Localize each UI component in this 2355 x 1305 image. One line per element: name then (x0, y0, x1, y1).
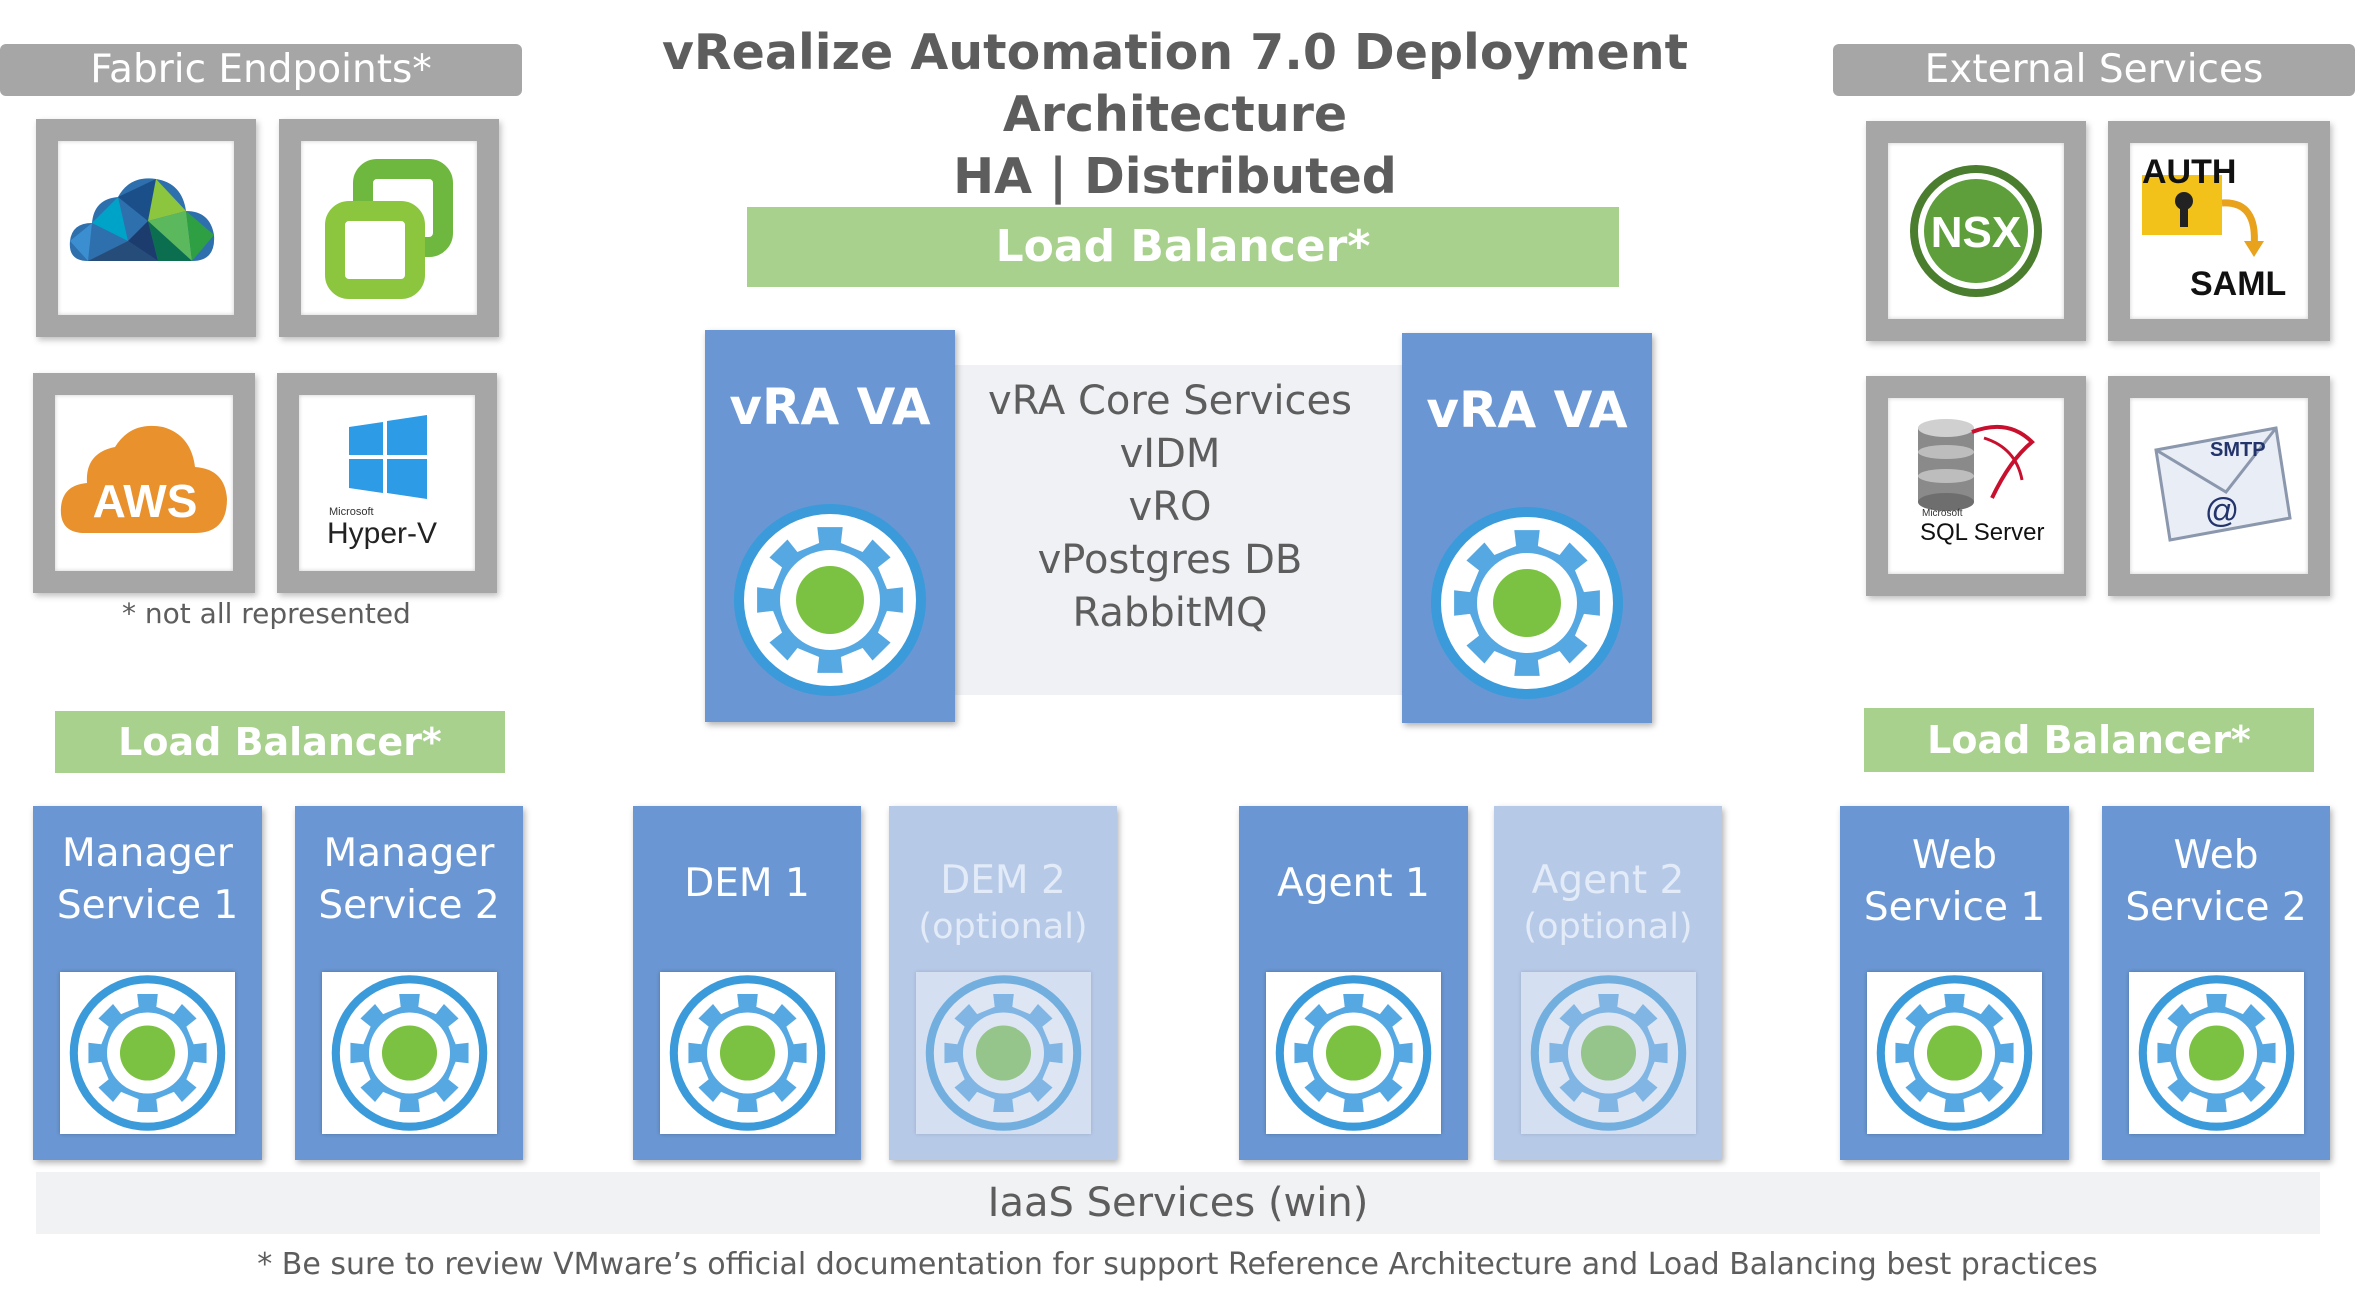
iaas-service-manager-2: Manager Service 2 (295, 806, 523, 1160)
core-service-2: vRO (1128, 484, 1212, 530)
aws-label: AWS (93, 475, 198, 527)
aws-icon: AWS (60, 425, 227, 533)
nsx-tile: NSX (1866, 121, 2086, 341)
sql-server-icon: Microsoft SQL Server (1918, 419, 2045, 546)
gear-icon (69, 975, 226, 1131)
iaas-service-dem-2: DEM 2 (optional) (889, 806, 1117, 1160)
iaas-service-web-1: Web Service 1 (1840, 806, 2069, 1160)
hyperv-tile: Microsoft Hyper-V (277, 373, 497, 593)
service-line-2: Service 2 (2125, 885, 2307, 930)
iaas-services-label: IaaS Services (win) (987, 1180, 1369, 1226)
gear-icon (331, 975, 488, 1131)
fabric-endpoints-header: Fabric Endpoints* (0, 44, 522, 96)
gear-icon (1431, 507, 1623, 699)
gear-box (2129, 972, 2304, 1134)
diagram-title: vRealize Automation 7.0 Deployment Archi… (560, 22, 1790, 208)
gear-box (1266, 972, 1441, 1134)
gear-box (322, 972, 497, 1134)
gear-icon (1530, 975, 1687, 1131)
service-line-1: Agent 2 (1531, 858, 1685, 903)
core-service-3: vPostgres DB (1037, 537, 1303, 583)
smtp-icon: SMTP @ (2154, 426, 2292, 542)
service-line-1: Web (2173, 833, 2259, 878)
gear-box (916, 972, 1091, 1134)
center-load-balancer: Load Balancer* (747, 207, 1619, 287)
nsx-icon: NSX (1910, 165, 2042, 297)
gear-icon (1876, 975, 2033, 1131)
vcloud-tile (36, 119, 256, 337)
service-line-1: DEM 2 (940, 858, 1066, 903)
auth-label: AUTH (2142, 153, 2236, 191)
left-load-balancer: Load Balancer* (55, 711, 505, 773)
vra-va-left: vRA VA (705, 330, 955, 722)
vsphere-icon (325, 159, 453, 299)
service-line-1: Manager (62, 831, 233, 876)
iaas-service-agent-2: Agent 2 (optional) (1494, 806, 1722, 1160)
gear-icon (734, 504, 926, 696)
core-service-0: vRA Core Services (988, 378, 1352, 424)
smtp-tile: SMTP @ (2108, 376, 2330, 596)
auth-saml-icon: AUTH SAML (2142, 153, 2286, 303)
fabric-note: * not all represented (122, 597, 411, 630)
hyperv-ms-label: Microsoft (329, 506, 374, 518)
iaas-service-agent-1: Agent 1 (1239, 806, 1468, 1160)
title-line-1: vRealize Automation 7.0 Deployment Archi… (661, 24, 1689, 143)
nsx-label: NSX (1931, 208, 2021, 257)
core-service-4: RabbitMQ (1072, 590, 1268, 636)
core-service-1: vIDM (1119, 431, 1221, 477)
service-line-1: Manager (323, 831, 495, 876)
iaas-services-band: IaaS Services (win) (36, 1172, 2320, 1234)
vra-va-right-label: vRA VA (1426, 381, 1628, 439)
vra-va-left-label: vRA VA (729, 378, 931, 436)
vsphere-tile (279, 119, 499, 337)
gear-box (660, 972, 835, 1134)
service-line-1: DEM 1 (684, 861, 810, 906)
vcloud-icon (69, 178, 215, 261)
service-line-1: Agent 1 (1277, 861, 1430, 906)
aws-tile: AWS (33, 373, 255, 593)
iaas-service-web-2: Web Service 2 (2102, 806, 2330, 1160)
gear-box (1521, 972, 1696, 1134)
smtp-label: SMTP (2210, 439, 2266, 461)
gear-box (60, 972, 235, 1134)
auth-saml-tile: AUTH SAML (2108, 121, 2330, 341)
hyperv-icon: Microsoft Hyper-V (327, 415, 437, 550)
gear-icon (669, 975, 826, 1131)
sql-server-tile: Microsoft SQL Server (1866, 376, 2086, 596)
right-load-balancer: Load Balancer* (1864, 708, 2314, 772)
gear-icon (925, 975, 1082, 1131)
service-line-2: Service 1 (1863, 885, 2046, 930)
external-services-header: External Services (1833, 44, 2355, 96)
iaas-service-manager-1: Manager Service 1 (33, 806, 262, 1160)
gear-icon (2138, 975, 2295, 1131)
title-line-2: HA | Distributed (953, 148, 1397, 205)
sql-ms-label: Microsoft (1922, 508, 1963, 519)
smtp-at-label: @ (2205, 492, 2240, 530)
saml-label: SAML (2190, 265, 2286, 303)
hyperv-label: Hyper-V (327, 517, 437, 550)
sql-server-label: SQL Server (1920, 519, 2045, 546)
gear-box (1867, 972, 2042, 1134)
service-line-1: Web (1911, 833, 1998, 878)
vra-core-services: vRA Core Services vIDM vRO vPostgres DB … (900, 365, 1440, 695)
footnote: * Be sure to review VMware’s official do… (257, 1247, 2098, 1282)
service-line-2: Service 2 (318, 883, 500, 928)
service-line-2: (optional) (1523, 907, 1693, 947)
service-line-2: (optional) (918, 907, 1088, 947)
service-line-2: Service 1 (56, 883, 239, 928)
vra-va-right: vRA VA (1402, 333, 1652, 723)
iaas-service-dem-1: DEM 1 (633, 806, 861, 1160)
gear-icon (1275, 975, 1432, 1131)
